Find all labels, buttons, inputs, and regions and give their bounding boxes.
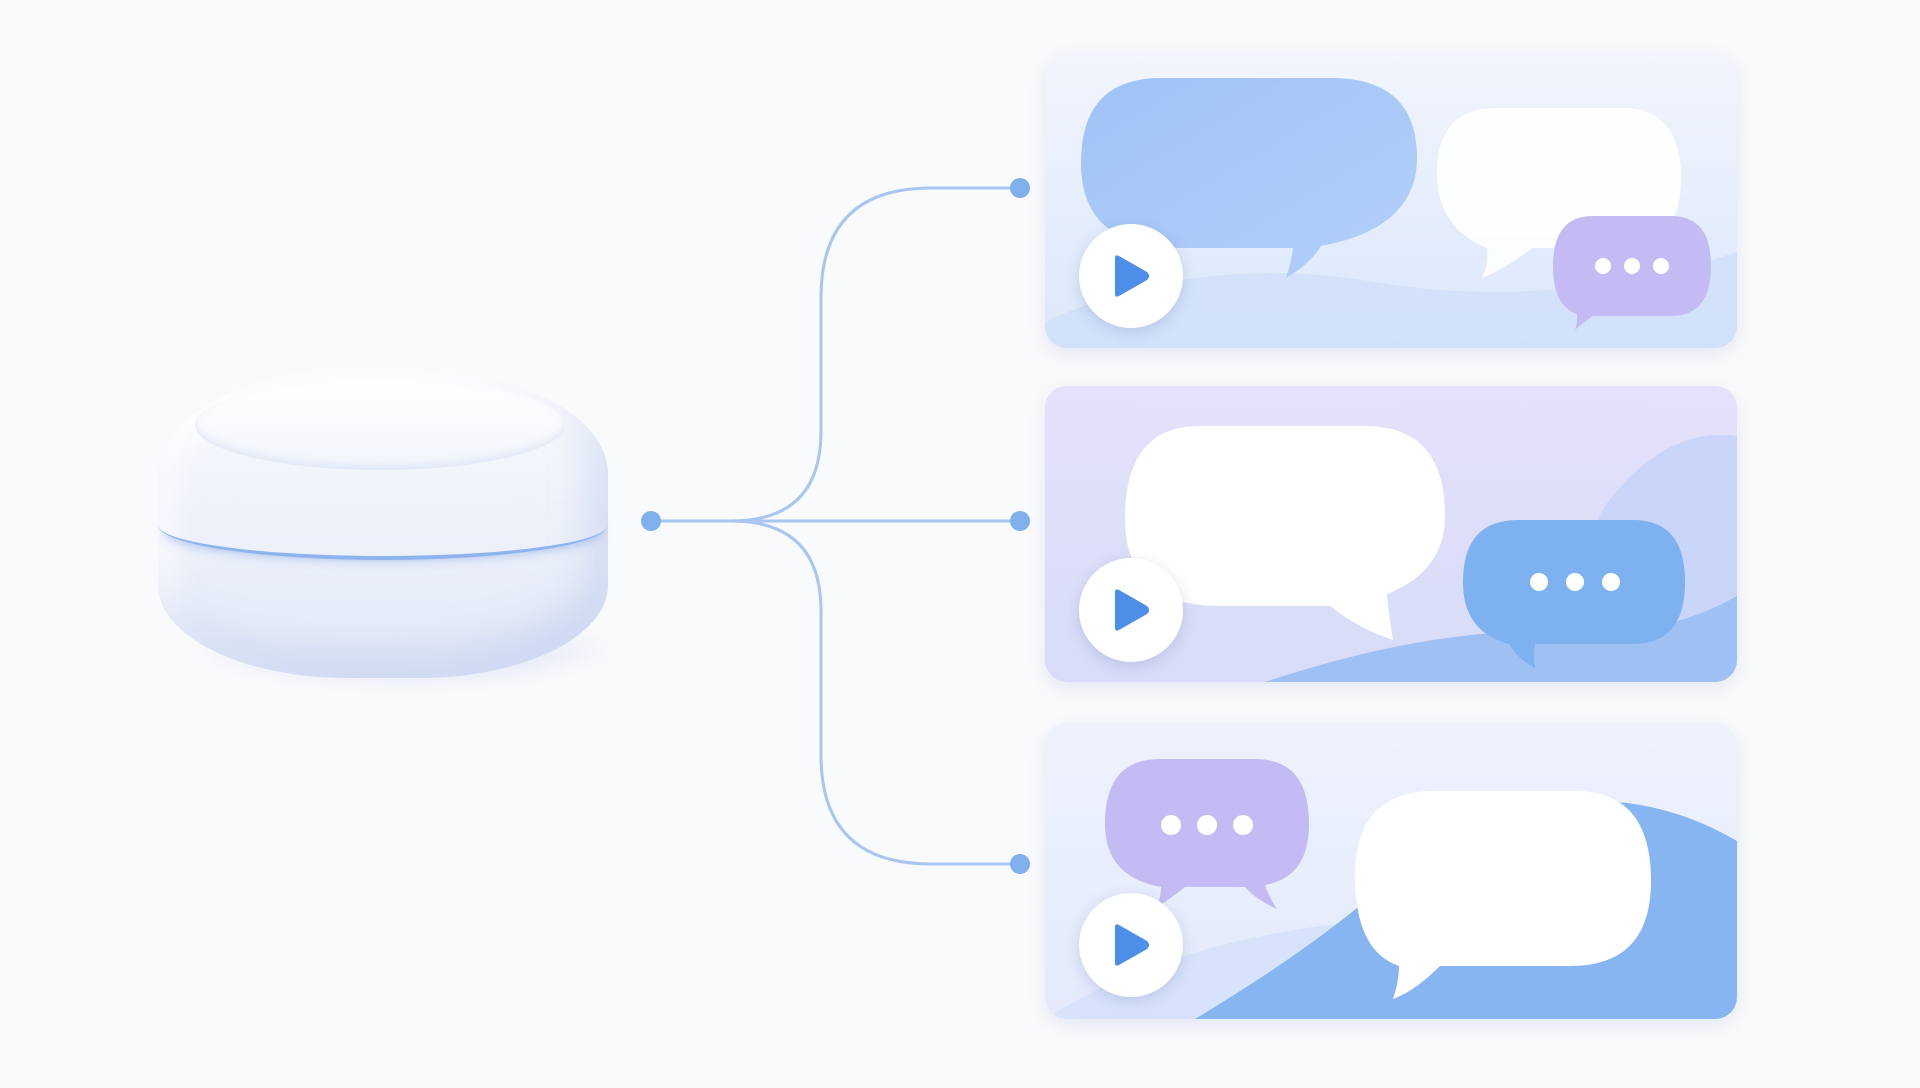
play-icon xyxy=(1115,589,1149,631)
blue-speech-bubble xyxy=(1081,78,1417,288)
purple-typing-bubble xyxy=(1105,759,1309,909)
speaker-light-ring xyxy=(158,490,608,560)
smart-speaker-icon xyxy=(150,360,620,690)
speaker-top xyxy=(195,380,565,470)
endpoint-node-middle xyxy=(1010,511,1030,531)
connector-branch-bottom xyxy=(651,519,1020,866)
hub-node xyxy=(641,511,661,531)
conversation-card-2[interactable] xyxy=(1045,386,1737,682)
white-speech-bubble xyxy=(1355,791,1651,1011)
endpoint-node-bottom xyxy=(1010,854,1030,874)
play-icon xyxy=(1115,924,1149,966)
play-button[interactable] xyxy=(1079,224,1183,328)
blue-typing-bubble xyxy=(1463,520,1685,670)
endpoint-node-top xyxy=(1010,178,1030,198)
connector-branch-top xyxy=(651,186,1020,523)
white-speech-bubble xyxy=(1125,426,1445,656)
card-wave-background xyxy=(1045,252,1737,348)
purple-typing-bubble xyxy=(1553,216,1711,336)
play-icon xyxy=(1115,255,1149,297)
conversation-card-3[interactable] xyxy=(1045,723,1737,1019)
conversation-card-1[interactable] xyxy=(1045,52,1737,348)
play-button[interactable] xyxy=(1079,893,1183,997)
play-button[interactable] xyxy=(1079,558,1183,662)
